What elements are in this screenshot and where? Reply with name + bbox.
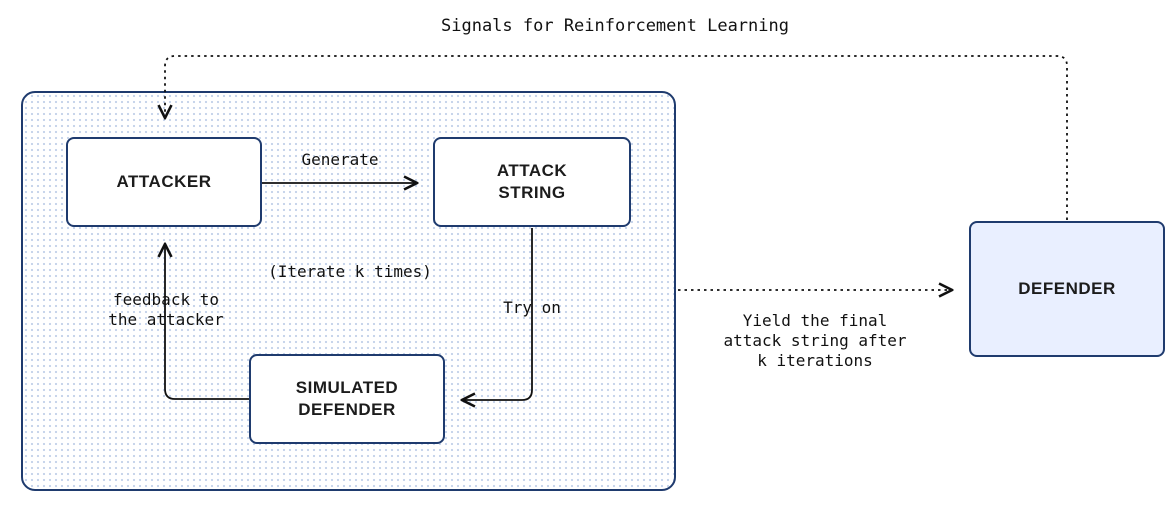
try-on-label: Try on: [503, 298, 561, 317]
attack-string-node: ATTACK STRING: [433, 137, 631, 227]
feedback-label: feedback to the attacker: [108, 290, 224, 329]
diagram-title: Signals for Reinforcement Learning: [441, 16, 789, 36]
try-on-arrow: [462, 228, 533, 400]
simulated-defender-node: SIMULATED DEFENDER: [249, 354, 445, 444]
rl-signal-arrow: [165, 55, 1068, 220]
attacker-node: ATTACKER: [66, 137, 262, 227]
iterate-label: (Iterate k times): [268, 262, 432, 281]
feedback-arrow: [165, 244, 249, 400]
yield-label: Yield the final attack string after k it…: [723, 311, 907, 370]
generate-label: Generate: [301, 150, 379, 169]
defender-node: DEFENDER: [969, 221, 1165, 357]
